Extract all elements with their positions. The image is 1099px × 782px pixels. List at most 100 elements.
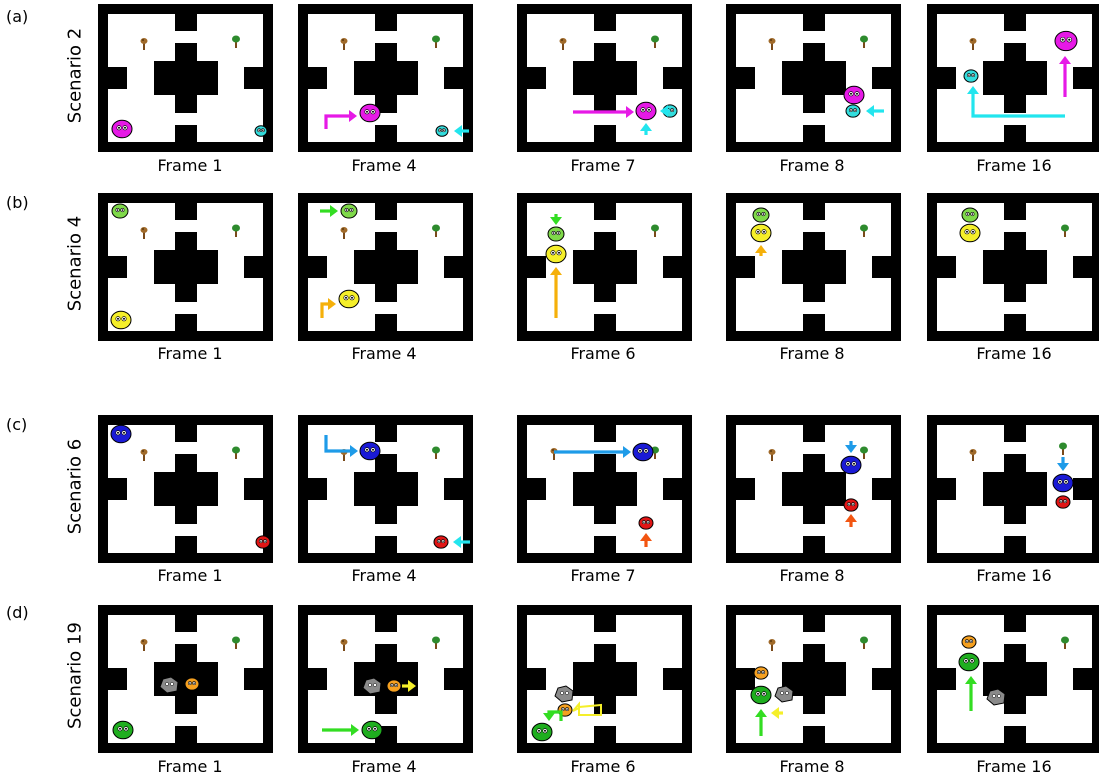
red-agent bbox=[256, 536, 270, 548]
cyan-agent bbox=[436, 126, 448, 137]
row-label-a: (a) bbox=[6, 7, 28, 26]
maze-wall-right bbox=[244, 668, 268, 690]
maze-wall-right bbox=[1073, 67, 1097, 89]
scenario-label-b: Scenario 4 bbox=[65, 209, 86, 319]
frame-caption: Frame 1 bbox=[105, 566, 275, 585]
maze-wall-right bbox=[872, 668, 896, 690]
frame-caption: Frame 4 bbox=[299, 156, 469, 175]
maze-wall-left bbox=[932, 256, 956, 278]
maze-wall-bottom bbox=[803, 726, 825, 748]
maze-wall-bottom bbox=[175, 125, 197, 147]
magenta-agent bbox=[112, 120, 132, 138]
maze-wall-bottom bbox=[175, 314, 197, 336]
panel-r1-c4 bbox=[726, 4, 901, 152]
yellow-agent bbox=[546, 245, 566, 263]
maze-wall-top bbox=[594, 420, 616, 442]
magenta-agent bbox=[1055, 31, 1077, 50]
maze-wall-left bbox=[932, 668, 956, 690]
maze-wall-bottom bbox=[594, 536, 616, 558]
frame-caption: Frame 7 bbox=[518, 156, 688, 175]
yellow-agent bbox=[111, 311, 131, 329]
panel-r4-c4 bbox=[726, 605, 901, 753]
red-agent bbox=[639, 517, 653, 529]
orange-agent bbox=[185, 678, 199, 690]
frame-caption: Frame 1 bbox=[105, 757, 275, 776]
orange-agent bbox=[962, 636, 976, 648]
green-agent bbox=[532, 723, 552, 741]
blue-agent bbox=[360, 442, 380, 460]
maze-wall-bottom bbox=[1004, 314, 1026, 336]
maze-wall-bottom bbox=[1004, 536, 1026, 558]
yellow-agent bbox=[339, 290, 359, 308]
maze-wall-bottom bbox=[803, 314, 825, 336]
panel-r1-c3 bbox=[517, 4, 692, 152]
maze-cross-horizontal bbox=[983, 61, 1047, 95]
maze-cross-horizontal bbox=[573, 61, 637, 95]
frame-caption: Frame 8 bbox=[727, 344, 897, 363]
maze-cross-horizontal bbox=[782, 250, 846, 284]
panel-r3-c4 bbox=[726, 415, 901, 563]
orange-agent bbox=[387, 680, 401, 692]
maze-cross-horizontal bbox=[983, 472, 1047, 506]
maze-wall-right bbox=[244, 256, 268, 278]
maze-wall-top bbox=[175, 9, 197, 31]
magenta-agent bbox=[844, 86, 864, 104]
green-agent bbox=[113, 721, 133, 739]
maze-wall-top bbox=[803, 198, 825, 220]
row-label-b: (b) bbox=[6, 193, 29, 212]
frame-caption: Frame 7 bbox=[518, 566, 688, 585]
maze-wall-bottom bbox=[175, 726, 197, 748]
row-label-c: (c) bbox=[6, 415, 27, 434]
blue-agent bbox=[841, 456, 861, 474]
maze-wall-right bbox=[663, 256, 687, 278]
red-agent bbox=[434, 536, 448, 548]
panel-r4-c2 bbox=[298, 605, 473, 753]
maze-wall-left bbox=[731, 668, 755, 690]
maze-cross-horizontal bbox=[354, 61, 418, 95]
scenario-label-a: Scenario 2 bbox=[65, 21, 86, 131]
red-agent bbox=[1056, 496, 1070, 508]
green-agent bbox=[362, 721, 382, 739]
maze-wall-left bbox=[932, 67, 956, 89]
maze-wall-top bbox=[594, 9, 616, 31]
panel-r1-c1 bbox=[98, 4, 273, 152]
red-agent bbox=[844, 499, 858, 511]
maze-wall-bottom bbox=[375, 314, 397, 336]
yellow-agent bbox=[751, 224, 771, 242]
maze-wall-top bbox=[803, 420, 825, 442]
maze-wall-bottom bbox=[1004, 125, 1026, 147]
frame-caption: Frame 8 bbox=[727, 156, 897, 175]
maze-wall-right bbox=[1073, 478, 1097, 500]
scenario-label-d: Scenario 19 bbox=[65, 611, 86, 741]
scenario-label-c: Scenario 6 bbox=[65, 432, 86, 542]
frame-caption: Frame 1 bbox=[105, 344, 275, 363]
maze-wall-left bbox=[932, 478, 956, 500]
frame-caption: Frame 8 bbox=[727, 566, 897, 585]
maze-wall-top bbox=[1004, 198, 1026, 220]
green-agent bbox=[962, 208, 978, 222]
maze-wall-left bbox=[731, 67, 755, 89]
maze-wall-right bbox=[872, 478, 896, 500]
maze-wall-top bbox=[175, 198, 197, 220]
panel-r2-c4 bbox=[726, 193, 901, 341]
maze-wall-right bbox=[444, 67, 468, 89]
cyan-agent bbox=[846, 105, 860, 117]
maze-wall-top bbox=[1004, 9, 1026, 31]
maze-cross-horizontal bbox=[354, 250, 418, 284]
maze-wall-left bbox=[522, 67, 546, 89]
maze-wall-right bbox=[872, 256, 896, 278]
maze-cross-horizontal bbox=[782, 61, 846, 95]
frame-caption: Frame 16 bbox=[929, 344, 1099, 363]
frame-caption: Frame 8 bbox=[727, 757, 897, 776]
maze-cross-horizontal bbox=[154, 250, 218, 284]
magenta-agent bbox=[636, 102, 656, 120]
maze-cross-horizontal bbox=[782, 472, 846, 506]
maze-wall-right bbox=[244, 67, 268, 89]
maze-wall-left bbox=[103, 256, 127, 278]
maze-cross-horizontal bbox=[354, 472, 418, 506]
maze-wall-bottom bbox=[594, 726, 616, 748]
panel-r2-c1 bbox=[98, 193, 273, 341]
maze-wall-top bbox=[175, 610, 197, 632]
maze-wall-bottom bbox=[175, 536, 197, 558]
maze-wall-bottom bbox=[803, 125, 825, 147]
